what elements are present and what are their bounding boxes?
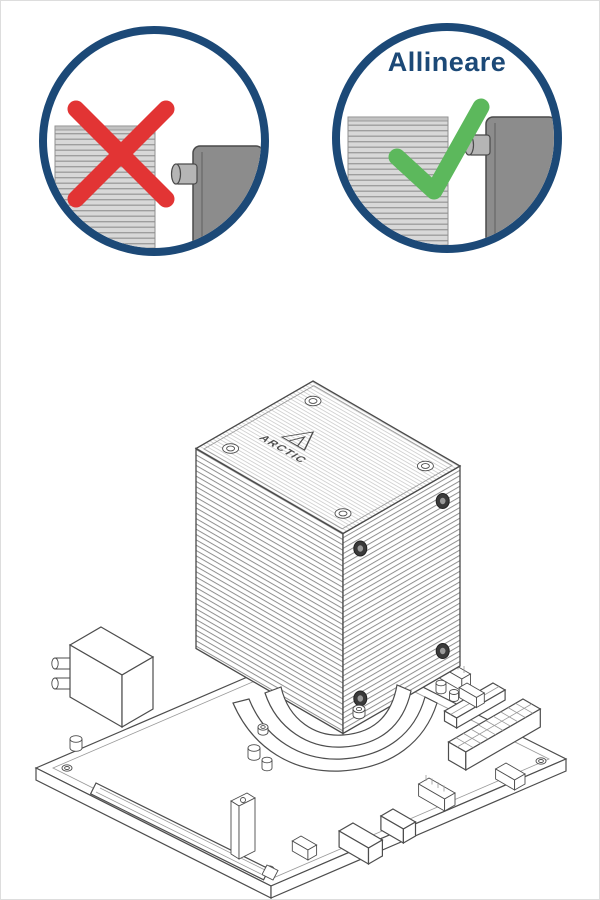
atx-power-connector [447, 698, 542, 772]
fan-side [463, 116, 554, 245]
mounting-screw [257, 704, 366, 736]
io-block [51, 626, 155, 729]
top-plate [194, 380, 462, 535]
front-panel-header [417, 775, 456, 812]
wrong-alignment-scene [54, 100, 261, 248]
correct-alignment-scene [347, 98, 554, 245]
fan-side [170, 145, 261, 248]
top-plate-screw [222, 395, 434, 519]
x-mark-icon [67, 100, 175, 208]
sata-connector [337, 808, 417, 866]
capacitor [69, 679, 459, 772]
cooler-on-motherboard-illustration: ARCTIC [34, 380, 568, 899]
align-label: Allineare [387, 47, 507, 77]
small-component [291, 762, 526, 861]
fan-mount-hole [353, 493, 450, 707]
heatpipes [232, 684, 438, 772]
correct-alignment-circle: Allineare [332, 23, 562, 253]
check-mark-icon [388, 98, 490, 200]
cooler-tower: ARCTIC [194, 380, 462, 735]
wrong-alignment-circle [39, 26, 269, 256]
standoff-bracket [230, 792, 256, 860]
